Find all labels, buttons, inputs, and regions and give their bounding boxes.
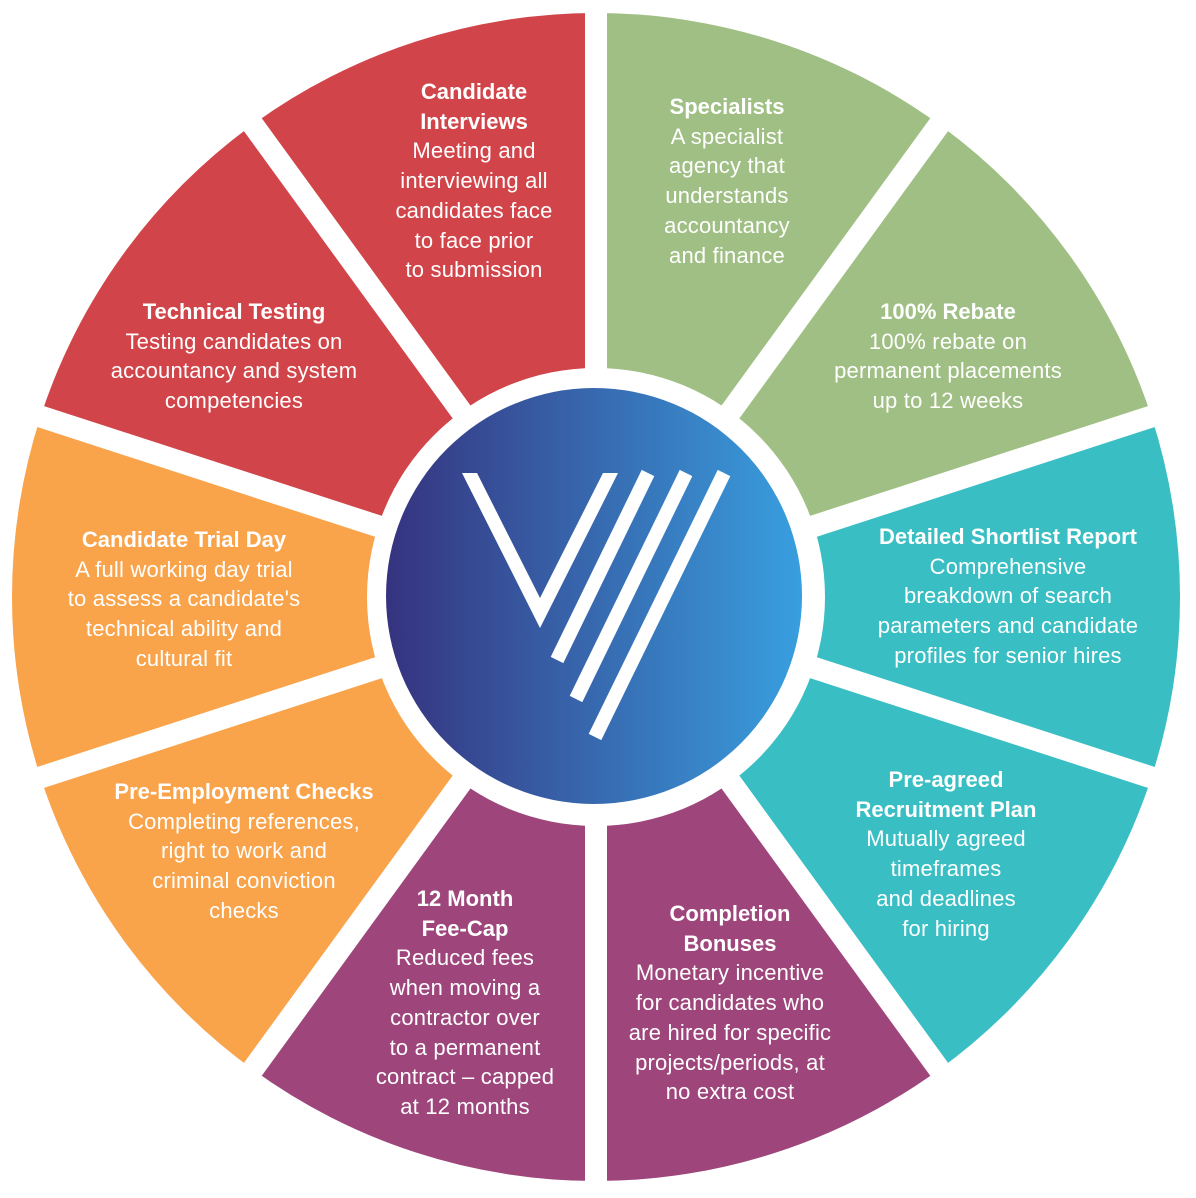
v-stripes-logo-icon (462, 469, 731, 741)
segment-description: permanent placements (834, 358, 1062, 384)
segment-description: candidates face (395, 197, 553, 223)
segment-title: Bonuses (683, 930, 777, 956)
segment-description: at 12 months (400, 1093, 530, 1119)
segment-description: breakdown of search (903, 583, 1113, 609)
segment-title: Candidate Trial Day (81, 527, 287, 552)
segment-description: parameters and candidate (877, 613, 1139, 639)
segment-description: and finance (669, 242, 785, 268)
segment-description: understands (665, 183, 789, 209)
segment-title: 12 Month (416, 886, 514, 911)
segment-description: when moving a (389, 975, 541, 1001)
segment-description: and deadlines (876, 885, 1016, 911)
segment-description: accountancy (664, 212, 790, 238)
segment-description: are hired for specific (628, 1019, 832, 1045)
segment-description: criminal conviction (152, 868, 336, 894)
segment-title: 100% Rebate (880, 299, 1016, 324)
segment-title: Candidate (420, 79, 528, 104)
segment-description: technical ability and (85, 616, 283, 642)
segment-description: agency that (669, 153, 785, 179)
segment-description: interviewing all (400, 168, 548, 194)
segment-description: contract – capped (375, 1064, 555, 1090)
segment-description: right to work and (160, 838, 328, 864)
segment-title: Pre-agreed (888, 767, 1004, 792)
segment-description: A specialist (670, 123, 784, 149)
segment-title: Interviews (420, 108, 528, 134)
segment-description: to assess a candidate's (67, 586, 301, 612)
segment-description: Mutually agreed (866, 826, 1026, 852)
segment-title: Pre-Employment Checks (114, 779, 374, 804)
segment-description: checks (209, 897, 279, 923)
segment-text-trial-day: Candidate Trial Day A full working day tr… (68, 525, 301, 674)
segment-description: Reduced fees (395, 945, 535, 971)
segment-description: Monetary incentive (635, 960, 825, 986)
segment-text-rebate: 100% Rebate 100% rebate on permanent place… (834, 297, 1062, 416)
segment-description: accountancy and system (110, 358, 358, 384)
segment-title: Detailed Shortlist Report (879, 524, 1137, 549)
segment-description: Completing references, (128, 808, 360, 834)
segment-trial-day (11, 416, 596, 778)
segment-title: Fee-Cap (421, 915, 509, 941)
segment-description: Comprehensive (929, 553, 1087, 579)
segment-description: projects/periods, at (635, 1049, 825, 1075)
segment-title: Technical Testing (142, 299, 326, 324)
segment-description: contractor over (390, 1004, 540, 1030)
segment-text-specialists: Specialists A specialist agency that unders… (664, 92, 790, 270)
segment-description: no extra cost (665, 1079, 795, 1105)
segment-description: A full working day trial (75, 556, 293, 582)
segment-description: to submission (405, 257, 543, 283)
segment-description: timeframes (890, 856, 1002, 882)
segment-description: to face prior (414, 227, 534, 253)
segment-title: Completion (669, 901, 791, 926)
segment-description: to a permanent (389, 1034, 541, 1060)
segment-description: cultural fit (135, 645, 233, 671)
segment-description: up to 12 weeks (872, 388, 1024, 414)
segment-description: profiles for senior hires (894, 642, 1122, 668)
segment-description: competencies (164, 388, 304, 414)
segment-title: Recruitment Plan (855, 796, 1037, 822)
segment-title: Specialists (669, 94, 785, 119)
segment-description: 100% rebate on (868, 328, 1028, 354)
segment-shortlist-report (596, 416, 1180, 778)
segment-description: for candidates who (635, 990, 825, 1016)
segment-description: Testing candidates on (125, 328, 343, 354)
segment-description: Meeting and (412, 138, 536, 164)
segment-description: for hiring (902, 915, 990, 941)
